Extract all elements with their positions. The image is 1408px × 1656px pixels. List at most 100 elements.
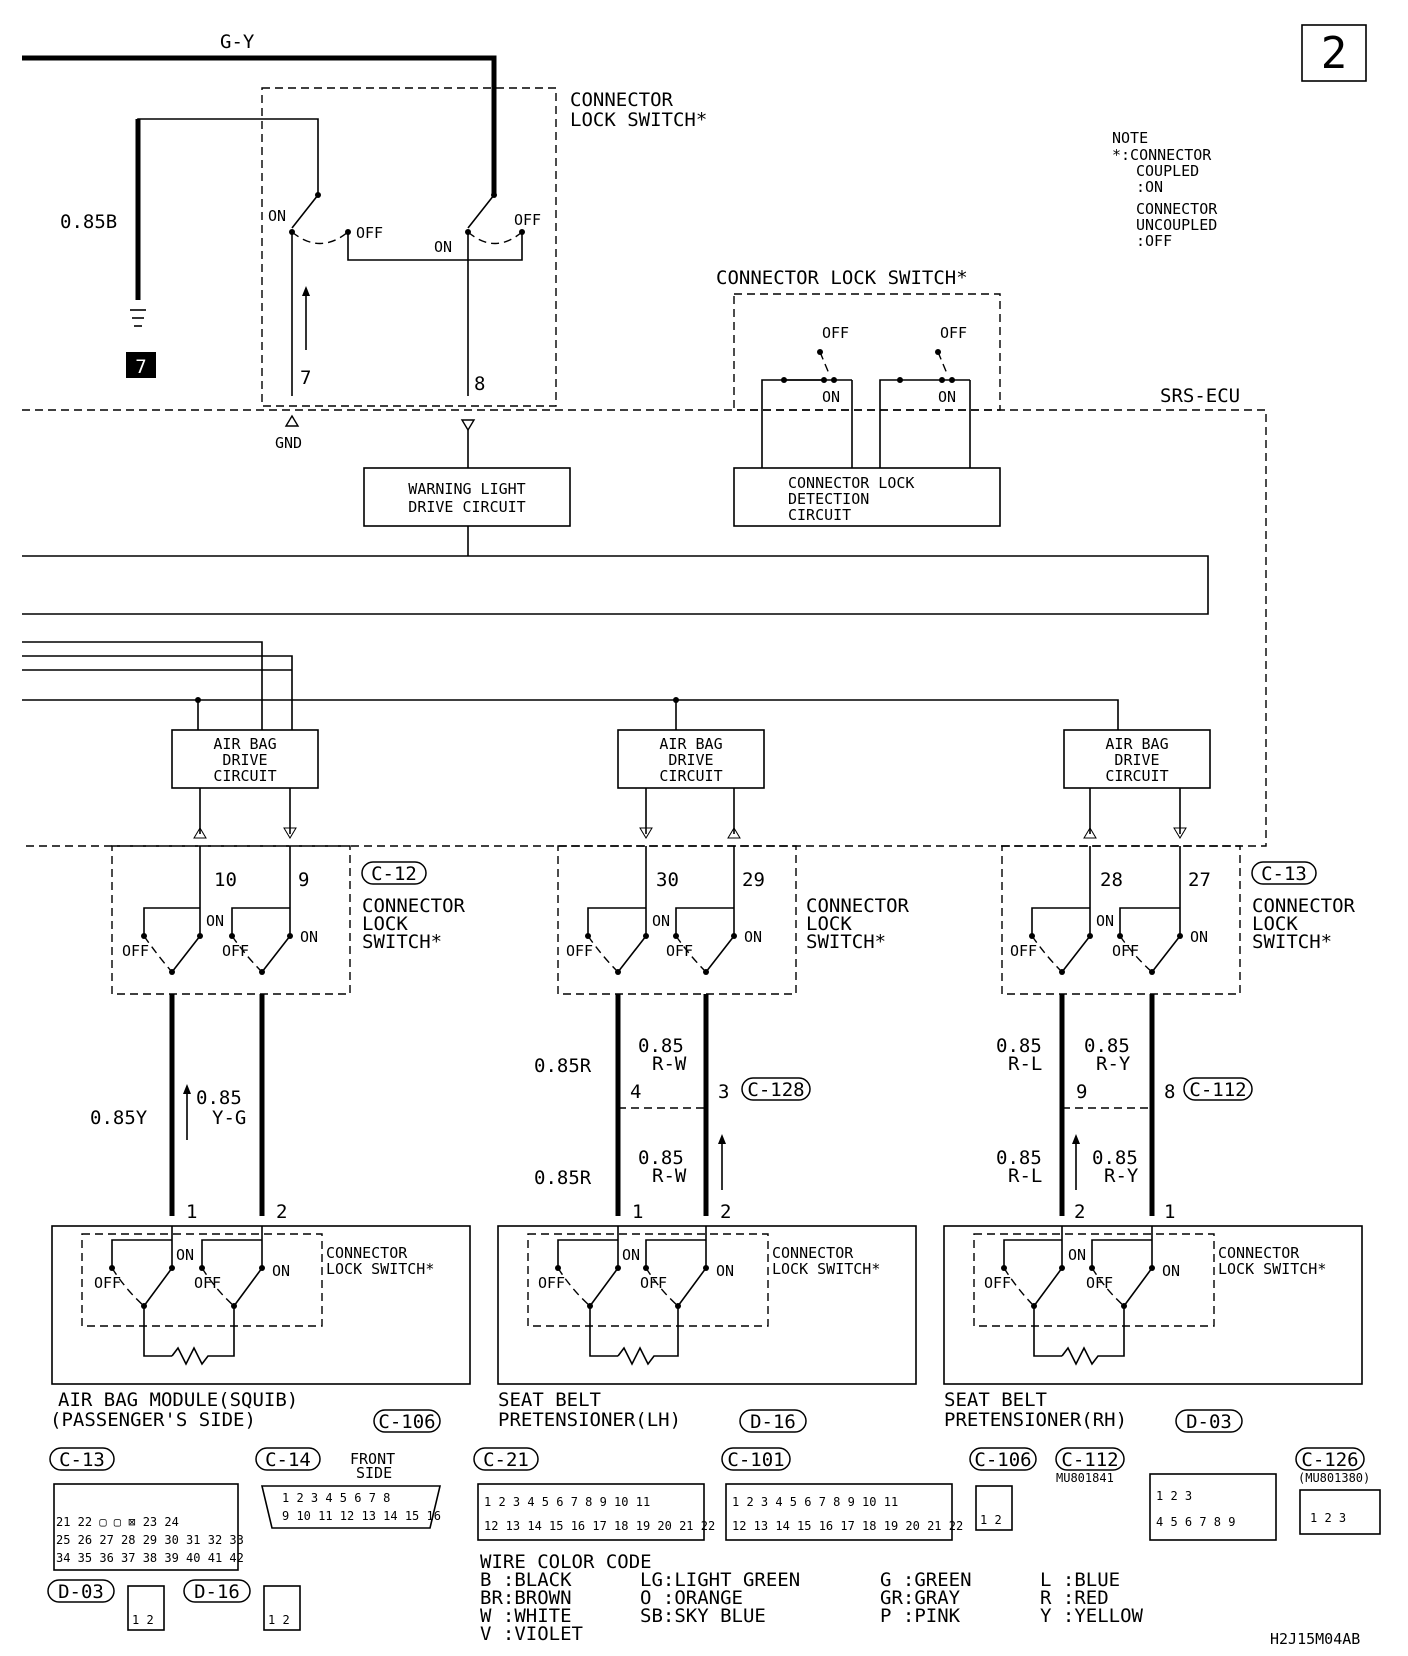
connector-legend: C-13 21 22 ▢ ▢ ⊠ 23 24 25 26 27 28 29 30… [47, 1447, 1381, 1631]
wire-085r: 0.85R [534, 1167, 592, 1189]
warning-circuit-label: WARNING LIGHT [408, 480, 525, 498]
wcc-item: LG:LIGHT GREEN [640, 1569, 800, 1591]
front-side-label: SIDE [356, 1464, 392, 1482]
cls-label: SWITCH* [362, 931, 442, 953]
srs-ecu: SRS-ECU WARNING LIGHT DRIVE CIRCUIT CONN… [22, 267, 1267, 847]
wire-085: 0.85 [638, 1035, 684, 1057]
pin-grid-c112: 4 5 6 7 8 9 [1156, 1515, 1235, 1529]
switch-off-label: OFF [94, 1274, 121, 1292]
detect-label: CONNECTOR LOCK [788, 474, 914, 492]
warning-light-drive-circuit [363, 467, 571, 527]
pin-4: 4 [630, 1081, 641, 1103]
wcc-item: SB:SKY BLUE [640, 1605, 766, 1627]
pin-grid-c101: 12 13 14 15 16 17 18 19 20 21 22 [732, 1519, 963, 1533]
pin-7: 7 [300, 367, 311, 389]
pin-3: 3 [718, 1081, 729, 1103]
warning-circuit-label: DRIVE CIRCUIT [408, 498, 525, 516]
switch-on-label: ON [206, 912, 224, 930]
wcc-item: G :GREEN [880, 1569, 972, 1591]
legend-d16: D-16 [194, 1581, 240, 1603]
switch-on-label: ON [716, 1262, 734, 1280]
legend-c126: C-126 [1301, 1449, 1358, 1471]
pin-grid-c106: 1 2 [980, 1513, 1002, 1527]
switch-off-label: OFF [640, 1274, 667, 1292]
drive-label: DRIVE [668, 751, 713, 769]
top-wiring: G-Y 0.85B 7 CONNECTOR LOCK SWITCH* ON OF… [22, 31, 707, 452]
drive-label: CIRCUIT [213, 767, 276, 785]
legend-c106: C-106 [974, 1449, 1031, 1471]
switch-off-label: OFF [1086, 1274, 1113, 1292]
wire-085y: 0.85Y [90, 1107, 148, 1129]
pin-grid-c14: 1 2 3 4 5 6 7 8 [282, 1491, 390, 1505]
pin-10: 10 [214, 869, 237, 891]
gnd-label: GND [275, 434, 302, 452]
cls-label: LOCK [362, 913, 408, 935]
wcc-item: B :BLACK [480, 1569, 572, 1591]
wire-085: 0.85 [1084, 1035, 1130, 1057]
switch-on-label: ON [300, 928, 318, 946]
pin-grid-d16: 1 2 [268, 1613, 290, 1627]
wire-label-gy: G-Y [220, 31, 255, 53]
pin-27: 27 [1188, 869, 1211, 891]
module-label: AIR BAG MODULE(SQUIB) [58, 1389, 298, 1411]
wire-rl: R-L [1008, 1053, 1042, 1075]
wcc-item: GR:GRAY [880, 1587, 961, 1609]
cls-top-title: CONNECTOR [570, 89, 674, 111]
page-number: 2 [1321, 28, 1348, 79]
switch-off-label: OFF [514, 211, 541, 229]
switch-on-label: ON [434, 238, 452, 256]
cls-bottom-label: CONNECTOR [772, 1244, 854, 1262]
cls-label: SWITCH* [1252, 931, 1332, 953]
switch-on-label: ON [1096, 912, 1114, 930]
connector-c106: C-106 [378, 1411, 435, 1433]
connector-d03: D-03 [1186, 1411, 1232, 1433]
connector-lock-switch-top [261, 87, 557, 407]
wire-085: 0.85 [996, 1147, 1042, 1169]
document-code: H2J15M04AB [1270, 1630, 1360, 1648]
note-line: :OFF [1136, 232, 1172, 250]
wire-085: 0.85 [996, 1035, 1042, 1057]
switch-off-label: OFF [122, 942, 149, 960]
legend-c21: C-21 [483, 1449, 529, 1471]
connector-c112: C-112 [1189, 1079, 1246, 1101]
drive-label: DRIVE [1114, 751, 1159, 769]
cls-group-right: 28 27 C-13 CONNECTOR LOCK SWITCH* OFF ON… [996, 845, 1356, 1223]
connector-d16: D-16 [750, 1411, 796, 1433]
wcc-item: Y :YELLOW [1040, 1605, 1144, 1627]
module-label: SEAT BELT [498, 1389, 601, 1411]
module-seatbelt-rh: CONNECTOR LOCK SWITCH* OFF ON OFF ON SEA… [943, 1225, 1363, 1433]
drive-label: AIR BAG [1105, 735, 1168, 753]
cls-group-middle: 30 29 CONNECTOR LOCK SWITCH* OFF ON OFF … [534, 845, 910, 1223]
switch-off-label: OFF [666, 942, 693, 960]
wcc-item: BR:BROWN [480, 1587, 572, 1609]
switch-off-label: OFF [194, 1274, 221, 1292]
wire-color-code: WIRE COLOR CODE B :BLACK BR:BROWN W :WHI… [480, 1551, 1144, 1645]
cls-label: CONNECTOR [362, 895, 466, 917]
wire-rw: R-W [652, 1053, 687, 1075]
ecu-switch-off: OFF [940, 324, 967, 342]
air-bag-drive-circuit-1: AIR BAG DRIVE CIRCUIT [171, 729, 319, 839]
module-label: (PASSENGER'S SIDE) [50, 1409, 256, 1431]
detect-label: CIRCUIT [788, 506, 851, 524]
wcc-item: R :RED [1040, 1587, 1109, 1609]
connector-c128: C-128 [747, 1079, 804, 1101]
pin-29: 29 [742, 869, 765, 891]
ecu-switch-on: ON [822, 388, 840, 406]
ground-point-badge [126, 352, 156, 378]
legend-c101: C-101 [727, 1449, 784, 1471]
drive-label: AIR BAG [213, 735, 276, 753]
switch-on-label: ON [176, 1246, 194, 1264]
cls-label: SWITCH* [806, 931, 886, 953]
pin-28: 28 [1100, 869, 1123, 891]
cls-label: CONNECTOR [806, 895, 910, 917]
connector-c13: C-13 [1261, 863, 1307, 885]
part-number: MU801841 [1056, 1471, 1114, 1485]
cls-label: LOCK [1252, 913, 1298, 935]
wire-rl: R-L [1008, 1165, 1042, 1187]
wcc-item: V :VIOLET [480, 1623, 583, 1645]
switch-off-label: OFF [538, 1274, 565, 1292]
note-line: *:CONNECTOR [1112, 146, 1212, 164]
pin-30: 30 [656, 869, 679, 891]
wcc-title: WIRE COLOR CODE [480, 1551, 652, 1573]
note-line: CONNECTOR [1136, 200, 1218, 218]
